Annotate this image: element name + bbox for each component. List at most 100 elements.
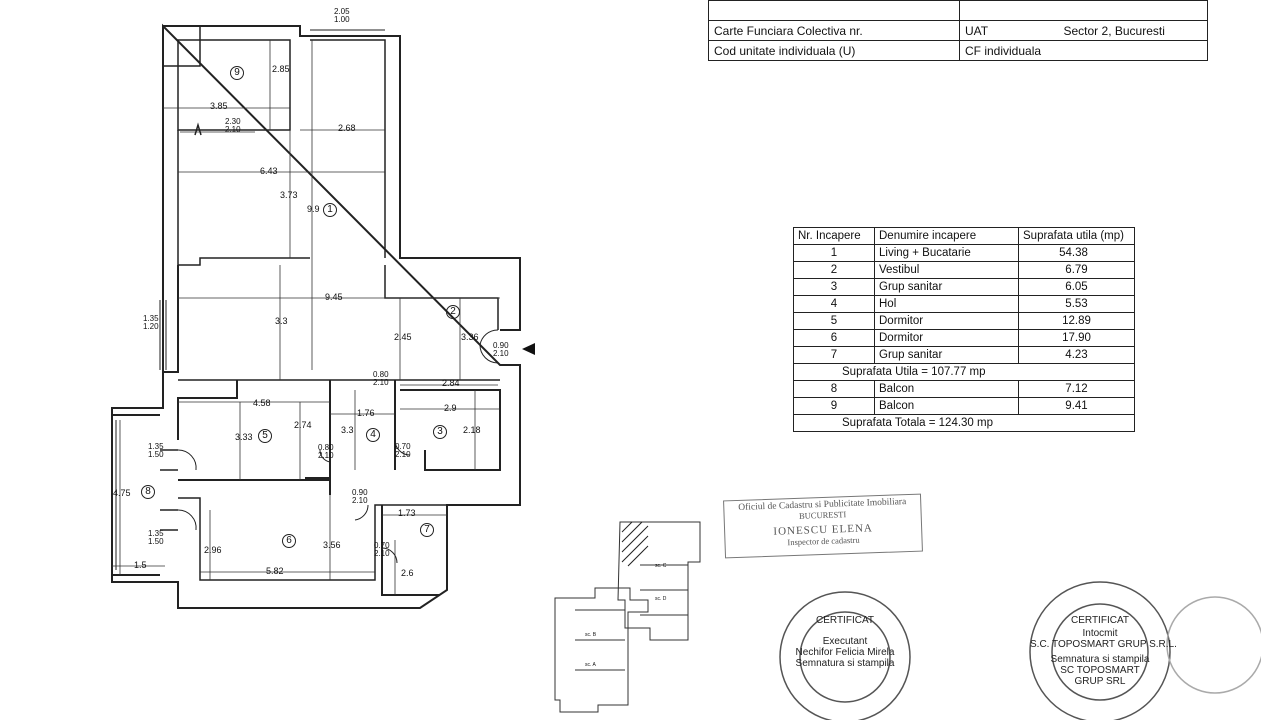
stamp-line: Intocmit xyxy=(1082,628,1118,639)
room-name: Dormitor xyxy=(874,312,1019,330)
col-header-area: Suprafata utila (mp) xyxy=(1018,227,1135,245)
dimension-label: 2.6 xyxy=(401,568,414,578)
room-nr: 1 xyxy=(793,244,875,262)
room-number-6: 6 xyxy=(282,534,296,548)
room-name: Balcon xyxy=(874,397,1019,415)
header-cell xyxy=(959,0,1208,21)
grand-total: Suprafata Totala = 124.30 mp xyxy=(793,414,1135,432)
rooms-table-header: Nr. Incapere Denumire incapere Suprafata… xyxy=(793,227,1135,245)
room-nr: 4 xyxy=(793,295,875,313)
table-row: 9 Balcon 9.41 xyxy=(793,397,1135,415)
room-nr: 5 xyxy=(793,312,875,330)
dimension-label: 1.5 xyxy=(134,560,147,570)
dimension-label: 2.74 xyxy=(294,420,312,430)
entrance-arrow-icon xyxy=(522,343,535,355)
uat-cell: UAT Sector 2, Bucuresti xyxy=(959,20,1208,41)
stamp-line: Executant xyxy=(822,636,868,647)
site-label: sc. A xyxy=(585,662,596,668)
room-name: Vestibul xyxy=(874,261,1019,279)
dimension-label: 2.18 xyxy=(463,425,481,435)
site-label: sc. B xyxy=(585,632,597,638)
room-nr: 3 xyxy=(793,278,875,296)
table-row: 4 Hol 5.53 xyxy=(793,295,1135,313)
header-row-top xyxy=(708,0,1208,21)
room-nr: 9 xyxy=(793,397,875,415)
table-row: 2 Vestibul 6.79 xyxy=(793,261,1135,279)
room-number-1: 1 xyxy=(323,203,337,217)
dimension-label: 6.43 xyxy=(260,166,278,176)
stamp-line: CERTIFICAT xyxy=(816,615,874,626)
room-number-3: 3 xyxy=(433,425,447,439)
dimension-label: 2.85 xyxy=(272,64,290,74)
room-nr: 7 xyxy=(793,346,875,364)
room-area: 5.53 xyxy=(1018,295,1135,313)
dimension-label: 3.73 xyxy=(280,190,298,200)
col-header-nr: Nr. Incapere xyxy=(793,227,875,245)
cf-colectiva-label: Carte Funciara Colectiva nr. xyxy=(708,20,960,41)
room-area: 9.41 xyxy=(1018,397,1135,415)
dimension-label: 1.73 xyxy=(398,508,416,518)
room-name: Dormitor xyxy=(874,329,1019,347)
room-number-4: 4 xyxy=(366,428,380,442)
room-number-7: 7 xyxy=(420,523,434,537)
room-area: 6.79 xyxy=(1018,261,1135,279)
header-cell xyxy=(708,0,960,21)
dimension-label: 3.3 xyxy=(275,316,288,326)
dimension-label: 4.75 xyxy=(113,488,131,498)
company-name: S.C. TOPOSMART GRUP S.R.L. xyxy=(1030,639,1177,650)
intocmit-stamp: CERTIFICAT Intocmit S.C. TOPOSMART GRUP … xyxy=(1030,615,1177,687)
dimension-label: 2.45 xyxy=(394,332,412,342)
room-number-2: 2 xyxy=(446,305,460,319)
stamp-line: CERTIFICAT xyxy=(1071,615,1129,626)
room-number-5: 5 xyxy=(258,429,272,443)
room-name: Hol xyxy=(874,295,1019,313)
cadastral-header-table: Carte Funciara Colectiva nr. UAT Sector … xyxy=(708,0,1208,61)
uat-value: Sector 2, Bucuresti xyxy=(1063,23,1165,38)
table-row: 3 Grup sanitar 6.05 xyxy=(793,278,1135,296)
room-area: 7.12 xyxy=(1018,380,1135,398)
site-label: sc. C xyxy=(655,563,667,569)
room-area: 6.05 xyxy=(1018,278,1135,296)
dimension-label: 2.84 xyxy=(442,378,460,388)
table-row: 8 Balcon 7.12 xyxy=(793,380,1135,398)
room-name: Grup sanitar xyxy=(874,346,1019,364)
uat-label: UAT xyxy=(965,23,989,38)
room-area: 54.38 xyxy=(1018,244,1135,262)
dimension-label: 9.45 xyxy=(325,292,343,302)
room-name: Living + Bucatarie xyxy=(874,244,1019,262)
useful-total-row: Suprafata Utila = 107.77 mp xyxy=(793,363,1135,381)
header-row-cf: Carte Funciara Colectiva nr. UAT Sector … xyxy=(708,20,1208,41)
dimension-label: 4.58 xyxy=(253,398,271,408)
table-row: 5 Dormitor 12.89 xyxy=(793,312,1135,330)
room-number-9: 9 xyxy=(230,66,244,80)
cod-unitate-label: Cod unitate individuala (U) xyxy=(708,40,960,61)
stamp-line: SC TOPOSMART xyxy=(1060,665,1140,676)
stamp-line: Semnatura si stampila xyxy=(795,658,895,669)
executant-stamp: CERTIFICAT Executant Nechifor Felicia Mi… xyxy=(785,615,905,669)
table-row: 6 Dormitor 17.90 xyxy=(793,329,1135,347)
useful-total: Suprafata Utila = 107.77 mp xyxy=(793,363,1135,381)
table-row: 1 Living + Bucatarie 54.38 xyxy=(793,244,1135,262)
dimension-label: 5.82 xyxy=(266,566,284,576)
room-name: Balcon xyxy=(874,380,1019,398)
dimension-label: 2.96 xyxy=(204,545,222,555)
dimension-label: 9.9 xyxy=(307,204,320,214)
ocpi-stamp: Oficiul de Cadastru si Publicitate Imobi… xyxy=(723,493,923,559)
stamp-line: GRUP SRL xyxy=(1074,676,1126,687)
room-area: 12.89 xyxy=(1018,312,1135,330)
room-name: Grup sanitar xyxy=(874,278,1019,296)
dimension-label: 2.9 xyxy=(444,403,457,413)
room-nr: 2 xyxy=(793,261,875,279)
stamp-line: Semnatura si stampila xyxy=(1050,654,1150,665)
